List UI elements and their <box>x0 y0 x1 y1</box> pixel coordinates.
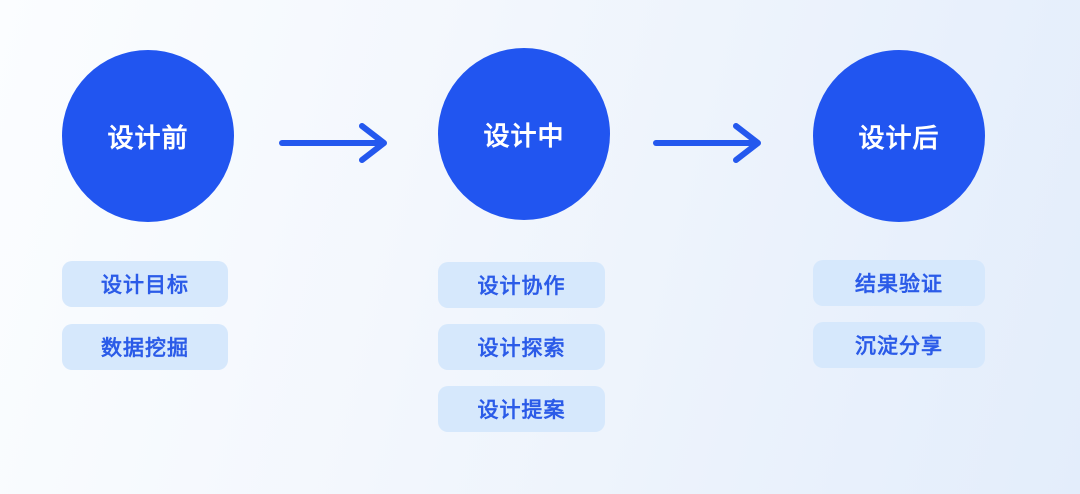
stage-label: 设计前 <box>107 122 189 153</box>
stage-label: 设计中 <box>483 120 565 151</box>
tag-label: 结果验证 <box>855 273 943 296</box>
tag-design-exploration: 设计探索 <box>438 324 605 370</box>
arrow-right-icon <box>279 123 387 163</box>
tag-design-proposal: 设计提案 <box>438 386 605 432</box>
tag-label: 设计协作 <box>477 275 566 298</box>
tag-design-goals: 设计目标 <box>62 261 228 307</box>
tag-result-verification: 结果验证 <box>813 260 985 306</box>
stage-circle-before-design: 设计前 <box>62 50 234 222</box>
stage-circle-during-design: 设计中 <box>438 48 610 220</box>
tag-label: 设计提案 <box>477 399 566 422</box>
tag-label: 设计目标 <box>101 274 189 297</box>
tag-label: 数据挖掘 <box>101 337 189 360</box>
tag-accumulation-sharing: 沉淀分享 <box>813 322 985 368</box>
stage-circle-after-design: 设计后 <box>813 50 985 222</box>
tag-data-mining: 数据挖掘 <box>62 324 228 370</box>
tag-design-collaboration: 设计协作 <box>438 262 605 308</box>
tag-label: 设计探索 <box>477 337 566 360</box>
arrow-right-icon <box>653 123 761 163</box>
stage-label: 设计后 <box>858 122 940 153</box>
tag-label: 沉淀分享 <box>855 335 943 358</box>
